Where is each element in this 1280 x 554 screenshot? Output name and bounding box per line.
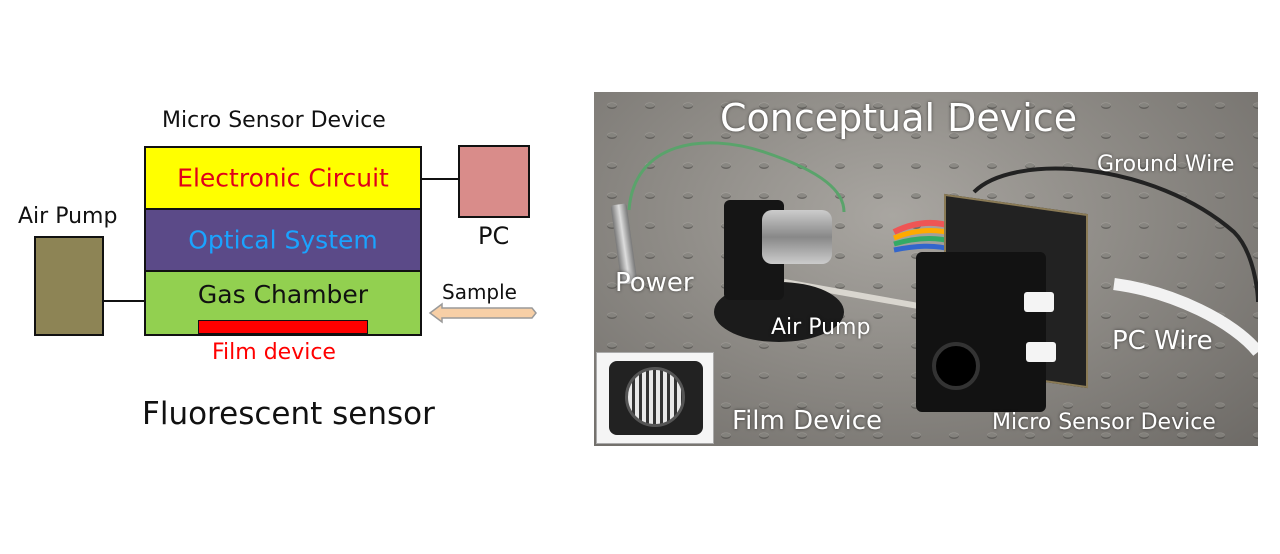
sensor-connector-top: [1024, 292, 1054, 312]
air-pump-label: Air Pump: [18, 204, 118, 229]
micro-sensor-device-photo-label: Micro Sensor Device: [992, 410, 1216, 435]
ground-wire-label: Ground Wire: [1097, 152, 1235, 177]
sample-arrow: [428, 302, 537, 324]
film-device-inset: [596, 352, 714, 444]
micro-sensor-device-label: Micro Sensor Device: [162, 108, 386, 133]
pc-wire-label: PC Wire: [1112, 326, 1213, 356]
film-device-window: [625, 367, 685, 427]
air-pump-box: [34, 236, 104, 336]
pc-connector: [422, 178, 460, 180]
electronic-circuit-layer: Electronic Circuit: [144, 146, 422, 210]
pc-box: [458, 145, 530, 218]
air-pump-motor: [762, 210, 832, 264]
film-device-label: Film device: [212, 340, 336, 365]
sample-label: Sample: [442, 280, 517, 304]
optical-system-layer: Optical System: [144, 208, 422, 272]
film-device-strip: [198, 320, 368, 334]
gas-chamber-layer: Gas Chamber: [144, 270, 422, 336]
air-pump-connector: [104, 300, 144, 302]
film-device-photo-label: Film Device: [732, 406, 883, 436]
cables-drawing: [627, 141, 1258, 356]
optical-system-label: Optical System: [188, 225, 378, 255]
air-pump-photo-label: Air Pump: [771, 315, 871, 340]
diagram-caption: Fluorescent sensor: [142, 396, 435, 432]
electronic-circuit-label: Electronic Circuit: [177, 163, 389, 193]
pc-label: PC: [478, 222, 510, 250]
sensor-diagram: Micro Sensor Device Electronic Circuit O…: [0, 0, 570, 554]
power-label: Power: [615, 268, 694, 298]
device-photo: Conceptual Device Ground Wire Power Air …: [594, 92, 1258, 446]
photo-title: Conceptual Device: [720, 96, 1078, 140]
gas-chamber-label: Gas Chamber: [197, 280, 369, 309]
sensor-connector-bottom: [1026, 342, 1056, 362]
sensor-housing: [916, 252, 1046, 412]
sensor-lens: [932, 342, 980, 390]
